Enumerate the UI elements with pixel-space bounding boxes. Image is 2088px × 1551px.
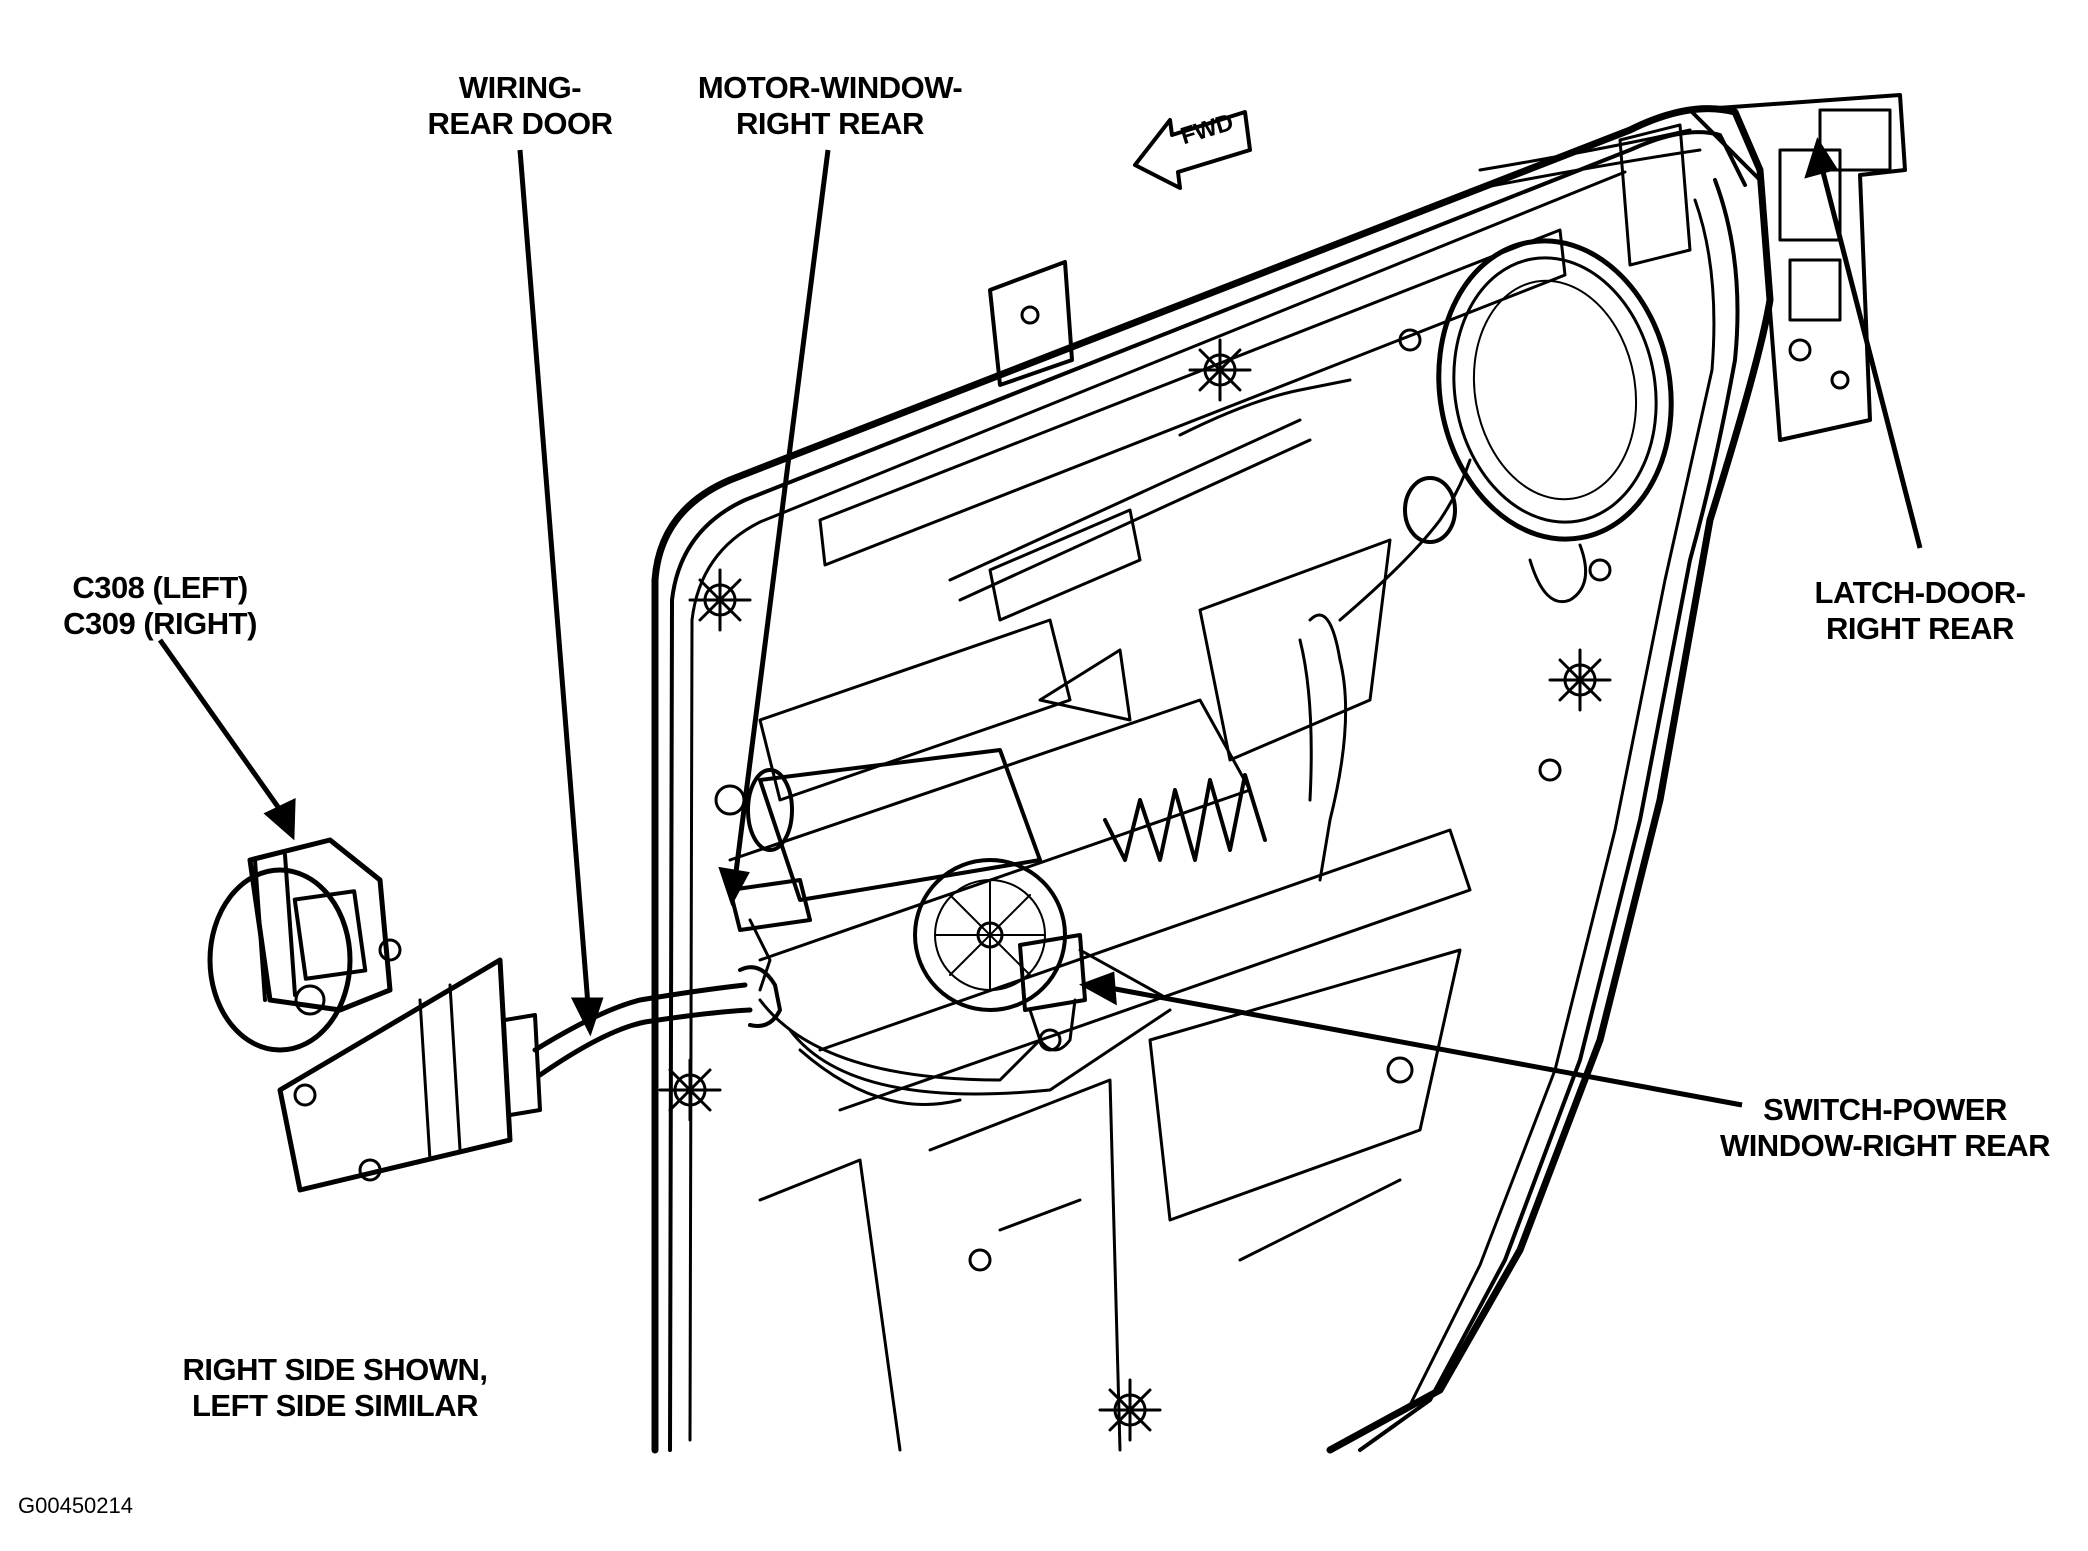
latch-assembly (1618, 93, 1907, 442)
label-line: WINDOW-RIGHT REAR (1719, 1128, 2051, 1163)
label-line: SWITCH-POWER (1763, 1092, 2007, 1127)
connector-leader-arrowhead (263, 797, 296, 841)
speaker (1436, 238, 1674, 603)
side-note: RIGHT SIDE SHOWN, LEFT SIDE SIMILAR (170, 1352, 500, 1424)
fastener-bosses (658, 328, 1612, 1442)
motor-leader-arrowhead (718, 866, 750, 907)
latch-leader-arrowhead (1804, 137, 1838, 179)
switch-leader-arrowhead (1079, 971, 1117, 1006)
door-connector-grommet (207, 837, 542, 1193)
figure-code: G00450214 (18, 1493, 133, 1518)
label-line: MOTOR-WINDOW- (697, 70, 963, 105)
label-wiring-rear-door: WIRING- REAR DOOR (410, 70, 630, 142)
power-window-switch (1018, 933, 1087, 1052)
label-switch-power-window: SWITCH-POWER WINDOW-RIGHT REAR (1705, 1092, 2065, 1164)
label-line: C308 (LEFT) (72, 570, 248, 605)
window-motor (714, 748, 1067, 1012)
label-line: RIGHT REAR (1826, 611, 2014, 646)
label-motor-window: MOTOR-WINDOW- RIGHT REAR (680, 70, 980, 142)
label-line: LEFT SIDE SIMILAR (192, 1388, 479, 1423)
label-connector-c308-c309: C308 (LEFT) C309 (RIGHT) (40, 570, 280, 642)
label-line: RIGHT REAR (736, 106, 924, 141)
label-line: RIGHT SIDE SHOWN, (182, 1352, 488, 1387)
door-panel (651, 105, 1774, 1454)
leader-lines (157, 137, 1923, 1108)
wiring-leader-arrowhead (570, 997, 604, 1037)
fwd-arrow (1133, 110, 1252, 190)
label-line: C309 (RIGHT) (63, 606, 257, 641)
label-line: REAR DOOR (427, 106, 613, 141)
label-line: WIRING- (458, 70, 582, 105)
wiring-harness (532, 128, 1702, 1106)
label-line: LATCH-DOOR- (1814, 575, 2026, 610)
label-latch-door: LATCH-DOOR- RIGHT REAR (1790, 575, 2050, 647)
